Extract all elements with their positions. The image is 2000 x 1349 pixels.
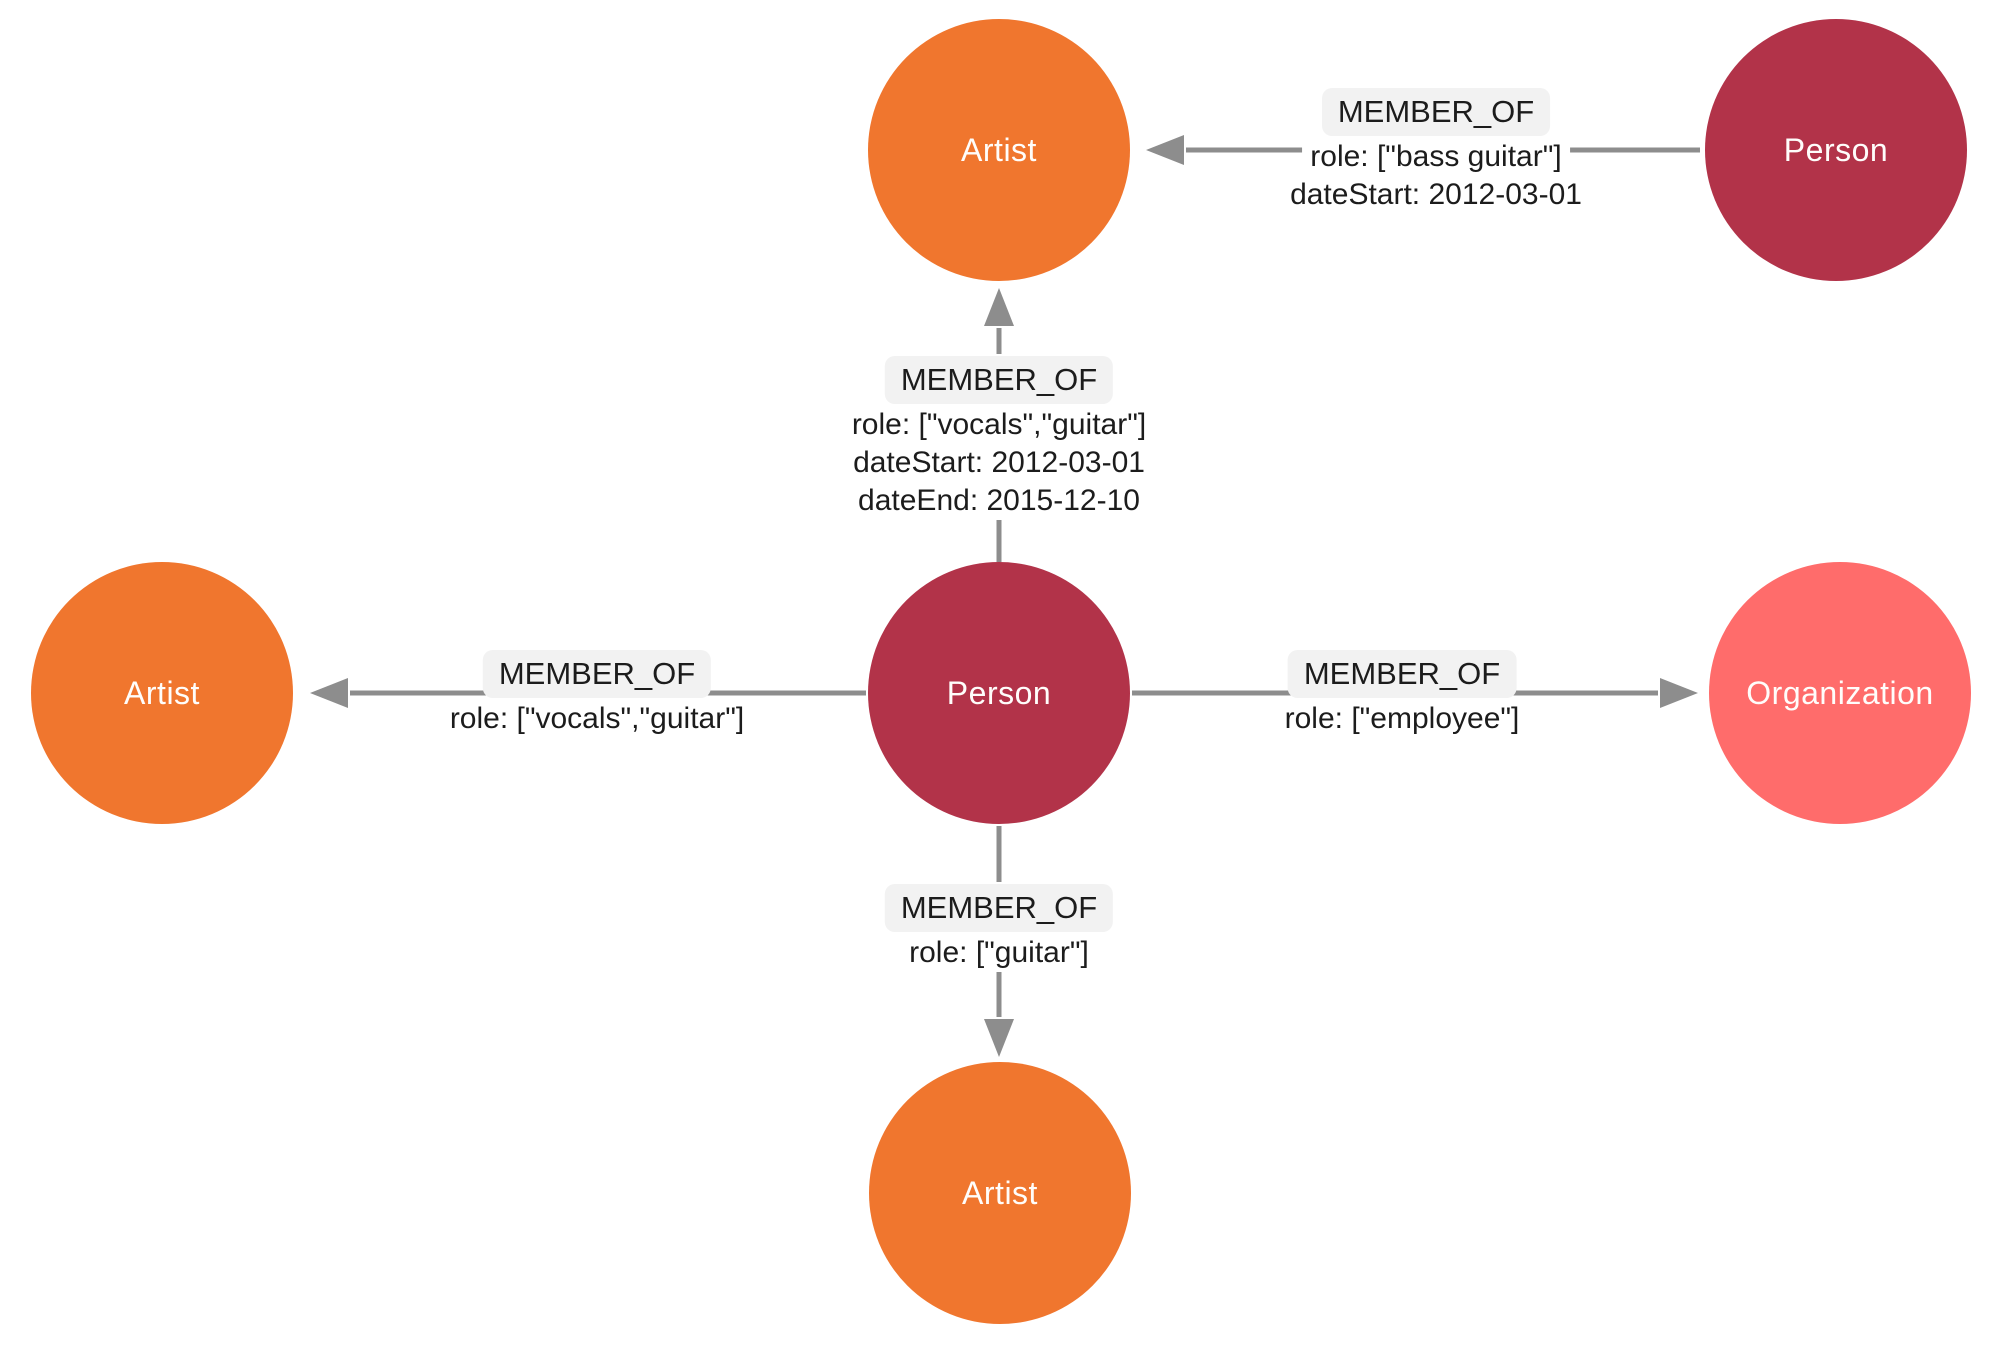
node-label: Person (946, 674, 1052, 711)
relationship-type-badge: MEMBER_OF (884, 356, 1114, 404)
arrowhead-left-icon (1146, 135, 1184, 165)
edge-property: dateEnd: 2015-12-10 (850, 484, 1148, 518)
node-artist-top[interactable]: Artist (868, 19, 1130, 281)
edge-label-member-of-top: MEMBER_OF role: ["vocals","guitar"] date… (837, 354, 1161, 520)
arrowhead-right-icon (1660, 678, 1698, 708)
edge-label-member-of-right: MEMBER_OF role: ["employee"] (1276, 650, 1528, 736)
edge-property: role: ["employee"] (1276, 702, 1528, 736)
relationship-type-badge: MEMBER_OF (482, 650, 712, 698)
edge-property: role: ["guitar"] (901, 936, 1097, 970)
node-label: Organization (1746, 674, 1934, 711)
node-person-center[interactable]: Person (868, 562, 1130, 824)
relationship-type-badge: MEMBER_OF (1287, 650, 1517, 698)
edge-property: role: ["bass guitar"] (1302, 140, 1570, 174)
relationship-type-badge: MEMBER_OF (1321, 88, 1551, 136)
node-label: Artist (962, 1174, 1038, 1211)
node-organization-right[interactable]: Organization (1709, 562, 1971, 824)
node-artist-left[interactable]: Artist (31, 562, 293, 824)
edge-label-member-of-bottom: MEMBER_OF role: ["guitar"] (878, 882, 1120, 972)
node-person-top-right[interactable]: Person (1705, 19, 1967, 281)
edge-property: role: ["vocals","guitar"] (843, 408, 1155, 442)
relationship-type-badge: MEMBER_OF (884, 884, 1114, 932)
edge-property: role: ["vocals","guitar"] (441, 702, 753, 736)
edge-label-member-of-top-right: MEMBER_OF role: ["bass guitar"] dateStar… (1282, 88, 1590, 212)
arrowhead-down-icon (984, 1019, 1014, 1057)
arrowhead-left-icon (310, 678, 348, 708)
arrowhead-up-icon (984, 288, 1014, 326)
node-label: Artist (124, 674, 200, 711)
node-label: Artist (961, 131, 1037, 168)
node-artist-bottom[interactable]: Artist (869, 1062, 1131, 1324)
edge-property: dateStart: 2012-03-01 (1282, 178, 1590, 212)
edge-property: dateStart: 2012-03-01 (845, 446, 1153, 480)
edge-label-member-of-left: MEMBER_OF role: ["vocals","guitar"] (441, 650, 753, 736)
node-label: Person (1783, 131, 1889, 168)
